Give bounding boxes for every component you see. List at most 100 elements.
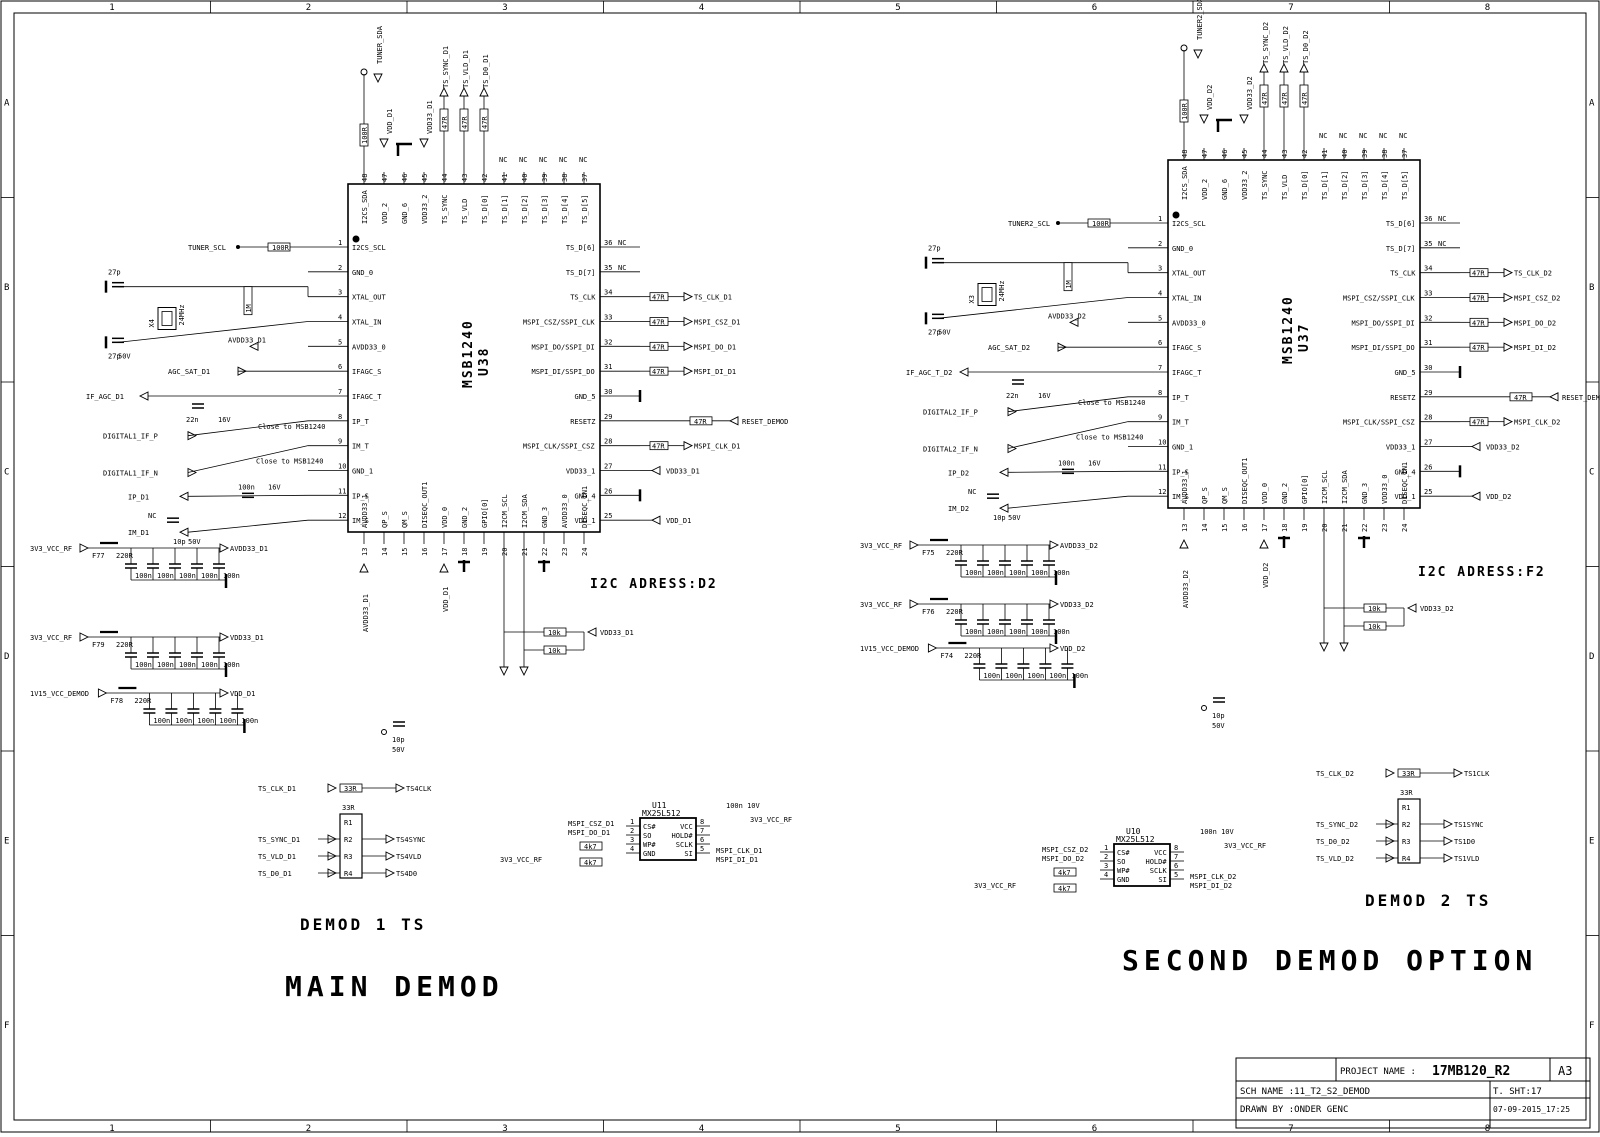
nc-label: NC [1319,132,1327,140]
pin-name: TS_D[0] [481,194,489,224]
chip-ref: U38 [477,347,492,376]
resistor [1063,262,1073,292]
column-label-top: 2 [306,3,311,13]
cap-value: 100n [135,572,152,580]
net-name: TS1VLD [1454,855,1479,863]
pin-number: 32 [604,338,612,346]
net-port-icon [1503,292,1514,303]
pin-number: 31 [1424,339,1432,347]
pin-name: IP_T [352,418,370,426]
resistor-value: 4k7 [584,843,597,851]
nc-label: NC [1399,132,1407,140]
net-name: IP_D2 [948,469,969,477]
flash-pin: GND [1117,876,1130,884]
pin-name: VDD_2 [1201,179,1209,200]
resistor-value: 47R [1261,92,1269,105]
wire [1007,470,1129,473]
wire [937,297,1129,319]
net-port-icon [248,341,259,352]
pin-number: 8 [700,818,704,826]
pin-number: 43 [1281,150,1289,158]
pin-number: 27 [1424,439,1432,447]
resistor-value: 47R [441,116,449,129]
pin-name: VDD_0 [441,507,449,528]
resistor-value: 1M [1065,280,1073,288]
pin-number: 7 [1158,364,1162,372]
cap-value: 100n [983,672,1000,680]
fuse-ref: F75 [922,549,935,557]
net-name: IF_AGC_D1 [86,393,124,401]
row-label-right: B [1589,283,1594,293]
flash-part: MX25L512 [1116,835,1155,844]
pin-number: 28 [1424,414,1432,422]
net-name: 3V3_VCC_RF [860,542,902,550]
pin-number: 36 [604,239,612,247]
net-name: TUNER2_SDA [1196,0,1204,40]
net-port-icon [395,783,406,793]
net-port-icon [439,562,449,573]
net-port-icon [373,73,383,84]
cap-value: 100n [1009,628,1026,636]
row-label-right: A [1589,98,1595,108]
pin-number: 10 [338,463,346,471]
resistor-value: 47R [652,319,665,327]
flash-pin: VCC [680,823,693,831]
net-name: VDD_D1 [230,690,255,698]
pin-number: 16 [1241,524,1249,532]
pin-name: GND_5 [1395,369,1416,377]
column-label-bottom: 3 [502,1124,507,1133]
pin-name: TS_D[4] [561,194,569,224]
cap-value: 100n [153,717,170,725]
row-label-left: A [4,98,10,108]
pack-pin: R4 [344,870,352,878]
column-label-bottom: 1 [109,1124,114,1133]
pin-name: VDD33_0 [1381,474,1389,504]
net-name: MSPI_DI_D1 [694,368,736,376]
flash-ic-body [1113,843,1171,887]
net-port-icon [385,868,396,878]
nc-label: NC [519,156,527,164]
pin-number: 33 [604,314,612,322]
flash-pin: SCLK [1150,867,1168,875]
crystal-inner-icon [981,287,993,302]
net-name: MSPI_CSZ_D1 [568,820,614,828]
pin-number: 47 [1201,150,1209,158]
net-name: MSPI_DO_D1 [694,343,736,351]
cap-value: 100n [1049,672,1066,680]
pin-number: 6 [1174,862,1178,870]
row-label-left: D [4,652,9,662]
pin-number: 11 [1158,463,1166,471]
pin-number: 37 [1401,150,1409,158]
pin-name: IFAGC_S [1172,344,1202,352]
pin-name: TS_SYNC [441,194,449,224]
pin-number: 40 [521,174,529,182]
nc-label: NC [1379,132,1387,140]
resistor-value: 47R [1472,344,1485,352]
pin-name: IM_S [352,517,369,525]
cap-value: 27p [928,245,941,253]
pin-number: 5 [700,845,704,853]
sheet-number: T. SHT:17 [1493,1087,1542,1097]
ferrite-value: 220R [116,552,134,560]
cap-value: 100n [1053,628,1070,636]
net-port-icon [79,632,90,642]
pin1-marker-icon [352,235,360,243]
main-demod-title: MAIN DEMOD [285,970,504,1003]
pin-name: VDD_0 [1261,483,1269,504]
net-name: MSPI_CSZ_D1 [694,319,740,327]
pack-pin: R2 [1402,821,1410,829]
resistor-value: 100R [1092,220,1110,228]
project-name: 17MB120_R2 [1432,1064,1510,1079]
resistor-value: 33R [1400,789,1413,797]
pack-pin: R3 [1402,838,1410,846]
flash-pin: GND [643,850,656,858]
net-name: TS_VLD_D2 [1282,26,1290,64]
pin-number: 48 [361,174,369,182]
flash-pin: SI [1158,876,1166,884]
pin-number: 39 [1361,150,1369,158]
net-port-icon [1007,443,1018,454]
resistor-value: 47R [1281,92,1289,105]
cap-voltage: 16V [1088,459,1101,467]
flash-pin: CS# [643,823,656,831]
cap-value: 100n [241,717,258,725]
